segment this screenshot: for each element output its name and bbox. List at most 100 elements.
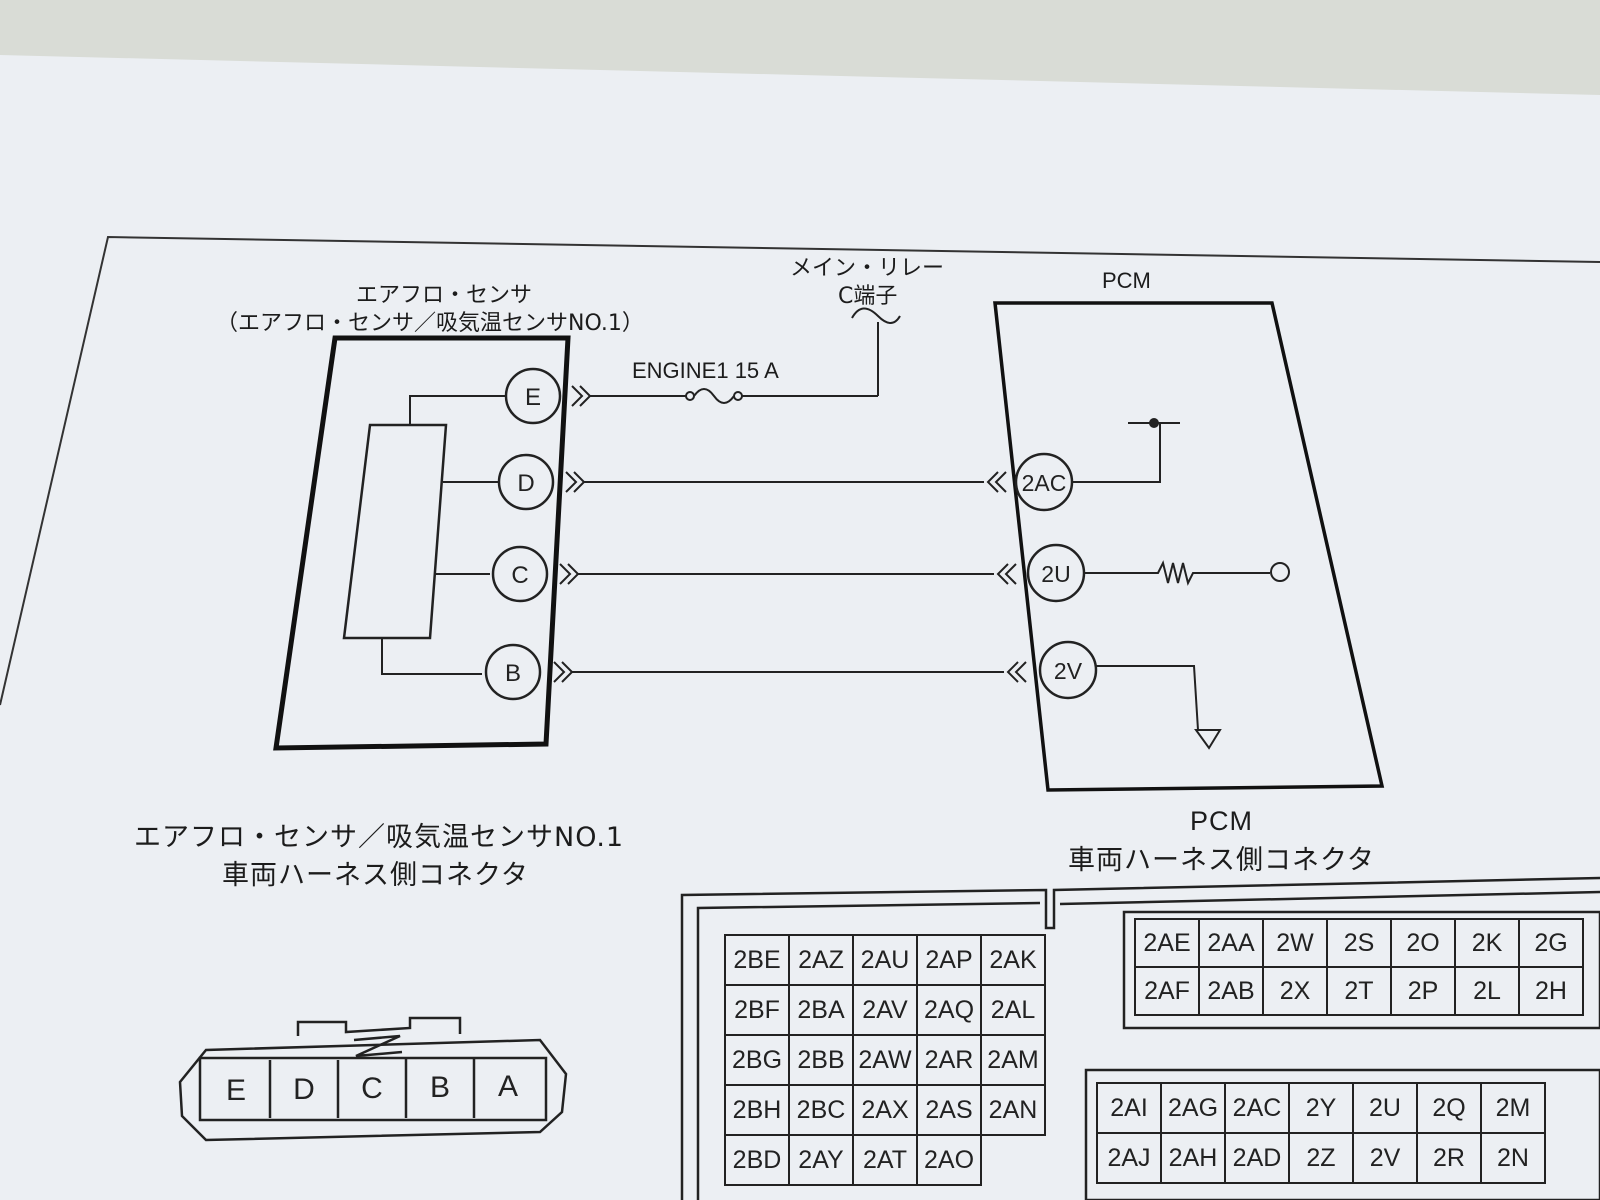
svg-text:C: C	[511, 562, 528, 589]
pin-cell: 2AN	[980, 1084, 1046, 1136]
fuse-label: ENGINE1 15 A	[632, 358, 779, 383]
pin-cell: 2AJ	[1096, 1132, 1162, 1184]
sensor-connector-drawing	[178, 1016, 568, 1142]
sensor-conn-pin-B: B	[430, 1071, 450, 1104]
pin-cell: 2AU	[852, 934, 918, 986]
svg-text:E: E	[525, 384, 541, 411]
airflow-sensor-box	[273, 335, 571, 751]
sensor-conn-pin-C: C	[361, 1072, 383, 1105]
pin-cell: 2AM	[980, 1034, 1046, 1086]
pin-cell: 2W	[1262, 918, 1328, 968]
pin-cell: 2H	[1518, 966, 1584, 1016]
sensor-pin-D: D	[497, 453, 555, 511]
pcm-connector-title: PCM	[1190, 806, 1253, 836]
sensor-connector-title: エアフロ・センサ／吸気温センサNO.1	[134, 822, 625, 853]
pin-cell: 2Y	[1288, 1082, 1354, 1134]
pin-cell: 2AB	[1198, 966, 1264, 1016]
pcm-connector-housing	[680, 876, 1600, 1200]
svg-text:2AC: 2AC	[1022, 470, 1067, 496]
pin-cell: 2X	[1262, 966, 1328, 1016]
relay-terminal-label: C端子	[838, 284, 898, 309]
pin-cell: 2AA	[1198, 918, 1264, 968]
pin-cell: 2AZ	[788, 934, 854, 986]
pcm-connector-subtitle: 車両ハーネス側コネクタ	[1068, 845, 1375, 876]
pin-cell: 2AX	[852, 1084, 918, 1136]
pin-cell: 2R	[1416, 1132, 1482, 1184]
svg-text:2U: 2U	[1041, 561, 1070, 587]
pin-cell: 2BA	[788, 984, 854, 1036]
pin-cell: 2BH	[724, 1084, 790, 1136]
pin-cell: 2BC	[788, 1084, 854, 1136]
pin-cell: 2BF	[724, 984, 790, 1036]
pin-cell: 2V	[1352, 1132, 1418, 1184]
pin-cell: 2N	[1480, 1132, 1546, 1184]
sensor-conn-pin-E: E	[226, 1074, 246, 1107]
pin-cell: 2Q	[1416, 1082, 1482, 1134]
pin-cell: 2AE	[1134, 918, 1200, 968]
svg-text:D: D	[517, 470, 534, 497]
pcm-title: PCM	[1102, 268, 1151, 293]
pcm-pin-2V: 2V	[1038, 640, 1098, 700]
sensor-pin-C: C	[491, 545, 549, 603]
pin-cell: 2BG	[724, 1034, 790, 1086]
pin-cell: 2O	[1390, 918, 1456, 968]
diagram-frame	[0, 235, 1600, 706]
pin-cell: 2M	[1480, 1082, 1546, 1134]
svg-text:B: B	[505, 660, 521, 687]
pin-cell: 2AI	[1096, 1082, 1162, 1134]
harness-wires	[572, 481, 1004, 673]
pin-cell: 2AC	[1224, 1082, 1290, 1134]
pin-cell: 2AY	[788, 1134, 854, 1186]
pcm-box	[993, 301, 1385, 792]
sensor-title: エアフロ・センサ	[356, 283, 533, 308]
pin-cell: 2G	[1518, 918, 1584, 968]
pcm-pin-2U: 2U	[1026, 543, 1086, 603]
pin-cell: 2AL	[980, 984, 1046, 1036]
pin-cell: 2P	[1390, 966, 1456, 1016]
pin-cell: 2AH	[1160, 1132, 1226, 1184]
pin-cell: 2AR	[916, 1034, 982, 1086]
pin-cell: 2BD	[724, 1134, 790, 1186]
svg-text:2V: 2V	[1054, 658, 1083, 684]
pin-cell: 2AG	[1160, 1082, 1226, 1134]
pcm-pin-2AC: 2AC	[1014, 452, 1074, 512]
pin-cell: 2AK	[980, 934, 1046, 986]
sensor-pin-E: E	[504, 367, 562, 425]
pin-cell: 2AQ	[916, 984, 982, 1036]
sensor-conn-pin-A: A	[498, 1070, 518, 1103]
pin-cell: 2AO	[916, 1134, 982, 1186]
pin-cell: 2AT	[852, 1134, 918, 1186]
pin-cell: 2AD	[1224, 1132, 1290, 1184]
pin-cell: 2K	[1454, 918, 1520, 968]
sensor-subtitle: （エアフロ・センサ／吸気温センサNO.1）	[216, 311, 644, 336]
pin-cell: 2BB	[788, 1034, 854, 1086]
pcm-connector-marks	[986, 471, 1027, 683]
pin-cell: 2AV	[852, 984, 918, 1036]
pin-cell: 2S	[1326, 918, 1392, 968]
pin-cell: 2AW	[852, 1034, 918, 1086]
pin-cell: 2U	[1352, 1082, 1418, 1134]
pin-cell: 2Z	[1288, 1132, 1354, 1184]
relay-label: メイン・リレー	[790, 256, 945, 281]
junction-dot	[1149, 418, 1159, 428]
pin-cell: 2AF	[1134, 966, 1200, 1016]
pin-cell: 2L	[1454, 966, 1520, 1016]
sensor-element	[342, 423, 448, 640]
pin-cell: 2T	[1326, 966, 1392, 1016]
sensor-connector-subtitle: 車両ハーネス側コネクタ	[222, 860, 529, 891]
pin-cell: 2AP	[916, 934, 982, 986]
sensor-pin-B: B	[484, 643, 542, 701]
pin-cell: 2BE	[724, 934, 790, 986]
